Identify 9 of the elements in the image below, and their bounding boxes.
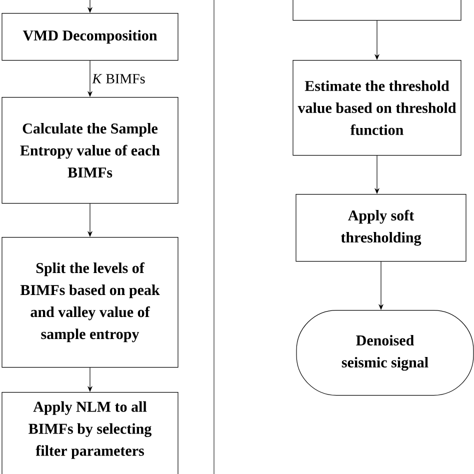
process-box: Apply soft thresholding: [296, 194, 466, 262]
edge-label: K BIMFs: [92, 74, 145, 84]
process-box: Calculate the Sample Entropy value of each BIMFs: [2, 97, 178, 204]
process-box: VMD Decomposition: [2, 13, 178, 61]
process-box: Estimate the threshold value based on threshold function: [292, 60, 462, 156]
process-box: [292, 0, 462, 21]
process-box: Split the levels of BIMFs based on peak and valley value of sample entropy: [2, 237, 178, 368]
process-box: Apply NLM to all BIMFs by selecting filter parameters: [2, 392, 178, 474]
terminal-box: Denoised seismic signal: [296, 310, 474, 396]
